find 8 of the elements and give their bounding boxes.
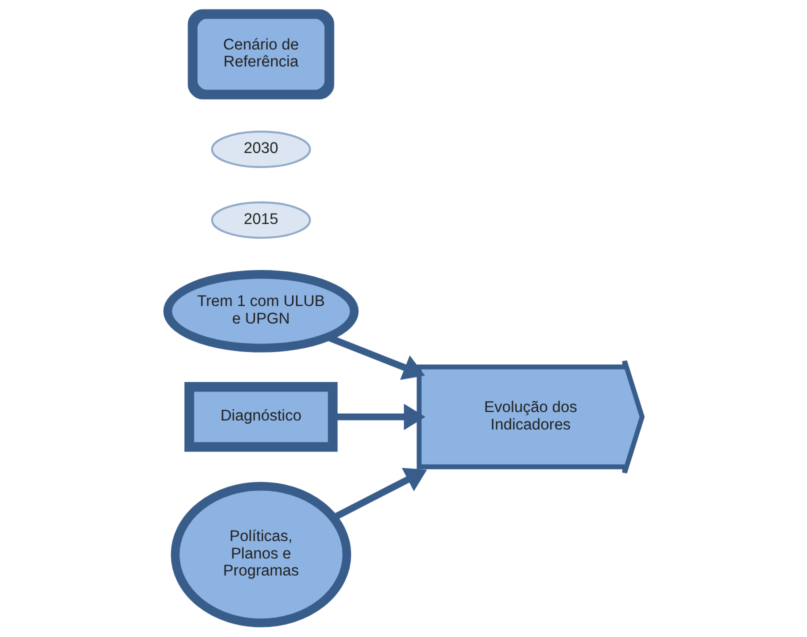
node-box: Cenário de Referência bbox=[187, 9, 334, 100]
arrow bbox=[333, 468, 426, 520]
node-ellipse: Políticas, Planos e Programas bbox=[170, 482, 351, 628]
node-ellipse: 2015 bbox=[210, 201, 310, 239]
node-ellipse: Trem 1 com ULUB e UPGN bbox=[162, 270, 358, 352]
node-ellipse: 2030 bbox=[210, 130, 310, 168]
arrow bbox=[328, 334, 424, 380]
node-box: Diagnóstico bbox=[184, 382, 338, 452]
